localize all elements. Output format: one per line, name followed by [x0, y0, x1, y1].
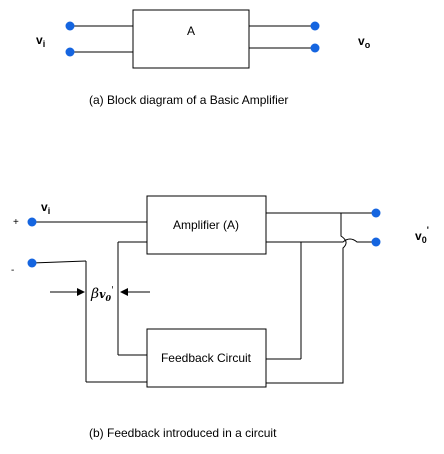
diagram-b: Amplifier (A) Feedback Circuit + - vi v0… — [11, 195, 429, 440]
caption-a: (a) Block diagram of a Basic Amplifier — [89, 93, 288, 107]
input-wire-bottom-b — [31, 260, 87, 264]
output-terminal-bottom-b — [371, 237, 381, 247]
input-terminal-minus-b — [27, 258, 37, 268]
diagram-a: A vi vo (a) Block diagram of a Basic Amp… — [36, 9, 371, 107]
output-voltage-label-a: vo — [358, 34, 371, 50]
feedback-block-label: Feedback Circuit — [161, 351, 252, 365]
amplifier-block-b-label: Amplifier (A) — [173, 218, 239, 232]
output-voltage-label-b: v0' — [415, 225, 429, 245]
minus-sign-label: - — [11, 265, 14, 276]
feedback-block — [146, 328, 267, 388]
amplifier-block-b — [146, 195, 267, 255]
input-terminal-plus-b — [27, 217, 37, 227]
input-voltage-label-a: vi — [36, 33, 45, 49]
input-terminal-bottom-a — [65, 47, 75, 57]
input-voltage-label-b: vi — [41, 200, 50, 216]
sample-return-wire — [266, 213, 347, 384]
output-wire-bottom-b — [266, 238, 376, 243]
amplifier-block-a — [132, 9, 250, 69]
output-terminal-top-b — [371, 208, 381, 218]
plus-sign-label: + — [13, 217, 19, 228]
beta-feedback-label: βv0' — [90, 286, 114, 303]
output-terminal-top-a — [310, 21, 320, 31]
input-terminal-top-a — [65, 21, 75, 31]
amplifier-block-a-label: A — [187, 24, 195, 38]
caption-b: (b) Feedback introduced in a circuit — [89, 426, 277, 440]
output-terminal-bottom-a — [310, 43, 320, 53]
